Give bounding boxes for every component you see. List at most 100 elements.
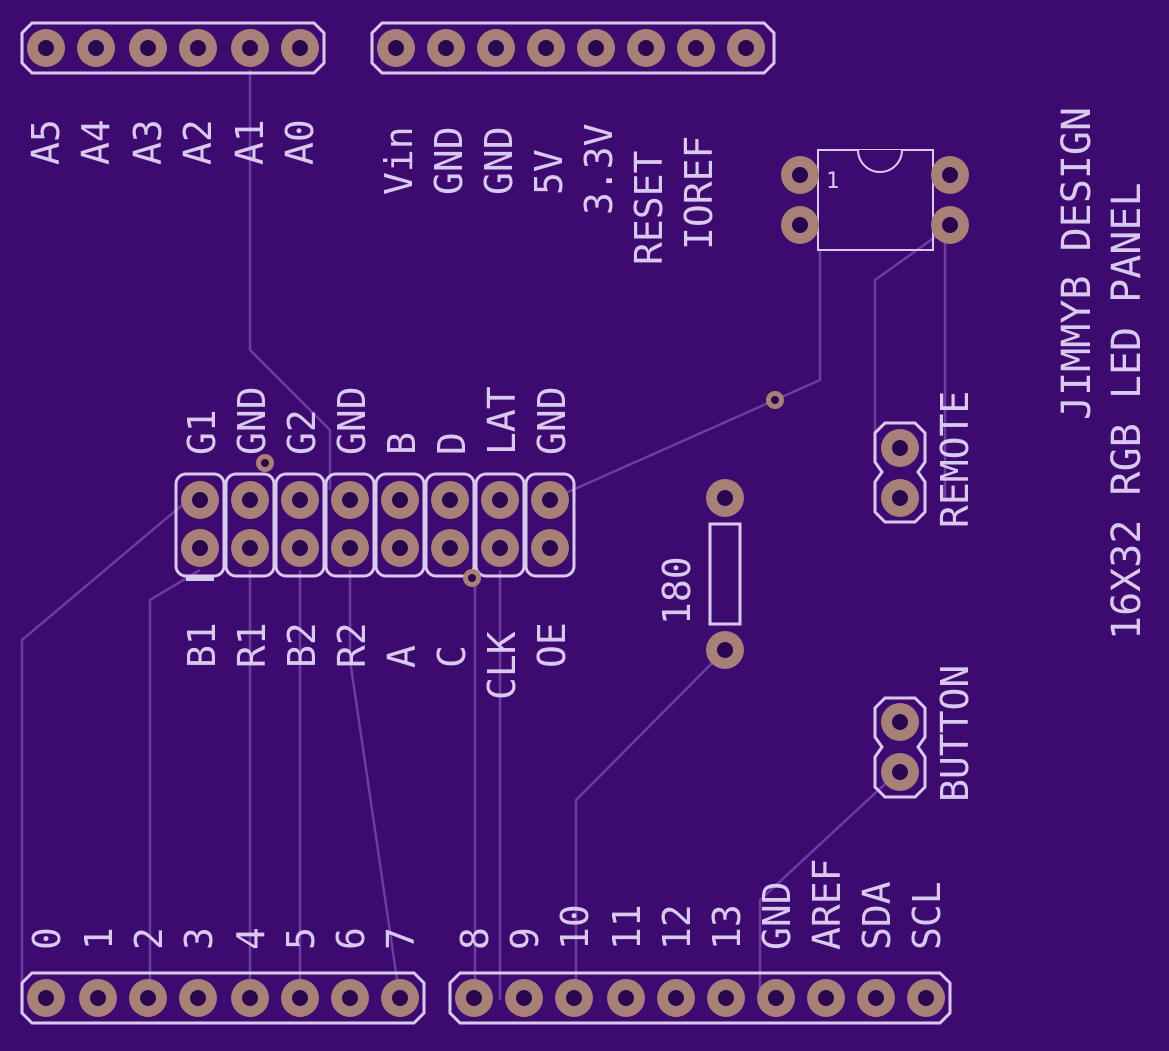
drill-hole	[618, 990, 634, 1006]
connector-label: A	[380, 645, 424, 668]
connector-label: R1	[230, 622, 274, 668]
drill-hole	[388, 40, 404, 56]
connector-label: B2	[280, 622, 324, 668]
connector-pin	[281, 481, 319, 519]
trace	[774, 250, 822, 402]
header-outline	[20, 971, 426, 1025]
pin-label: 2	[127, 927, 171, 950]
drill-hole	[292, 40, 308, 56]
header-pin	[707, 979, 745, 1017]
header-outline	[370, 21, 776, 75]
header-pin	[757, 979, 795, 1017]
drill-hole	[892, 440, 908, 456]
connector-label: GND	[230, 386, 274, 455]
drill-hole	[688, 40, 704, 56]
pin-label: GND	[477, 126, 521, 195]
connector-label: GND	[530, 386, 574, 455]
connector-label: G1	[180, 409, 224, 455]
drill-hole	[190, 990, 206, 1006]
drill-hole	[342, 492, 358, 508]
chip-pin	[781, 206, 819, 244]
header-pin	[79, 979, 117, 1017]
trace	[248, 70, 332, 490]
drill-hole	[492, 492, 508, 508]
header-pin	[455, 979, 493, 1017]
drill-hole	[638, 40, 654, 56]
pin-label: 8	[453, 927, 497, 950]
header-pin	[555, 979, 593, 1017]
pin-label: 9	[503, 927, 547, 950]
drill-hole	[718, 990, 734, 1006]
drill-hole	[792, 167, 808, 183]
trace	[758, 769, 901, 1000]
drill-hole	[818, 990, 834, 1006]
connector-label: D	[430, 432, 474, 455]
button-label: BUTTON	[933, 665, 977, 802]
trace	[20, 489, 201, 1000]
connector-label: GND	[330, 386, 374, 455]
connector-label: CLK	[480, 631, 524, 700]
connector-pin	[481, 529, 519, 567]
connector-outline	[374, 472, 426, 578]
header-pin	[477, 29, 515, 67]
drill-hole	[88, 40, 104, 56]
header-pin	[179, 29, 217, 67]
header-pin	[231, 979, 269, 1017]
connector-pin	[381, 481, 419, 519]
header-pin	[381, 979, 419, 1017]
connector-outline	[174, 472, 226, 578]
remote-label: REMOTE	[933, 391, 977, 528]
connector-pin	[431, 481, 469, 519]
remote-pin	[881, 479, 919, 517]
drill-hole	[242, 40, 258, 56]
via-hole	[468, 574, 476, 582]
connector-outline	[224, 472, 276, 578]
resistor-pad	[706, 631, 744, 669]
connector-pin	[231, 481, 269, 519]
via-hole	[261, 459, 269, 467]
drill-hole	[292, 540, 308, 556]
connector-pin	[331, 481, 369, 519]
drill-hole	[668, 990, 684, 1006]
drill-hole	[516, 990, 532, 1006]
pin-label: IOREF	[677, 136, 721, 250]
connector-pin	[381, 529, 419, 567]
pin-label: 7	[379, 927, 423, 950]
pin-label: A2	[176, 119, 220, 165]
drill-hole	[892, 714, 908, 730]
drill-hole	[942, 217, 958, 233]
drill-hole	[38, 40, 54, 56]
trace	[348, 570, 402, 1001]
header-pin	[77, 29, 115, 67]
connector-label: B1	[180, 622, 224, 668]
resistor-body	[708, 522, 742, 626]
drill-hole	[90, 990, 106, 1006]
header-outline	[448, 971, 952, 1025]
chip-notch	[857, 149, 903, 173]
header-pin	[607, 979, 645, 1017]
chip-pin	[931, 156, 969, 194]
trace	[549, 398, 776, 502]
pin-label: 1	[77, 927, 121, 950]
pin1-label: 1	[826, 169, 839, 194]
connector-pin	[431, 529, 469, 567]
pin-label: 13	[705, 904, 749, 950]
drill-hole	[438, 40, 454, 56]
pin-label: GND	[755, 881, 799, 950]
header-pin	[657, 979, 695, 1017]
drill-hole	[466, 990, 482, 1006]
header-pin	[427, 29, 465, 67]
header-pin	[281, 979, 319, 1017]
drill-hole	[442, 492, 458, 508]
drill-hole	[492, 540, 508, 556]
drill-hole	[918, 990, 934, 1006]
drill-hole	[892, 764, 908, 780]
header-pin	[377, 29, 415, 67]
drill-hole	[190, 40, 206, 56]
drill-hole	[792, 217, 808, 233]
drill-hole	[392, 492, 408, 508]
connector-pin	[531, 529, 569, 567]
resistor-value: 180	[655, 556, 699, 625]
pin-label: SDA	[855, 881, 899, 950]
